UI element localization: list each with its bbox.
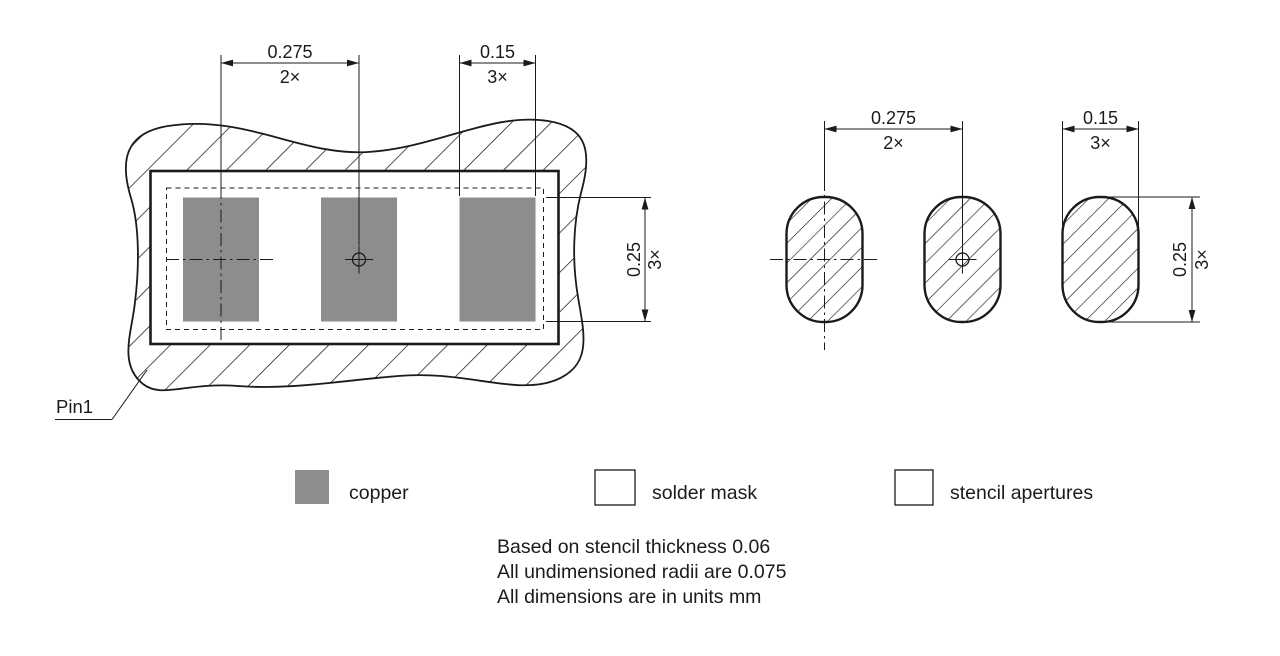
aperture2-center-target (948, 245, 977, 274)
pin1-label: Pin1 (56, 396, 93, 417)
dim-pad-width-value: 0.15 (480, 42, 515, 62)
notes: Based on stencil thickness 0.06 All undi… (497, 536, 787, 608)
solder-mask-outline (124, 118, 588, 392)
copper-label: copper (349, 482, 409, 504)
note-units: All dimensions are in units mm (497, 586, 761, 608)
copper-swatch (295, 470, 329, 504)
dim-pad-height-count: 3× (645, 249, 665, 270)
solder-mask-hatch-region (125, 119, 587, 391)
stencil-aperture-3 (1061, 195, 1140, 324)
pin1-callout: Pin1 (55, 369, 148, 420)
dim-aperture-pitch-count: 2× (883, 133, 904, 153)
dim-aperture-width: 0.15 3× (1062, 108, 1139, 235)
stencil-apertures-label: stencil apertures (950, 482, 1093, 504)
dim-aperture-width-value: 0.15 (1083, 108, 1118, 128)
pcb-land-pattern-view: 0.275 2× 0.15 3× 0.25 3× Pin1 (55, 42, 665, 420)
stencil-apertures-swatch (894, 469, 934, 506)
stencil-apertures-view: 0.275 2× 0.15 3× 0.25 3× (770, 108, 1212, 350)
pad2-center-target (345, 245, 373, 274)
dim-aperture-height-count: 3× (1192, 249, 1212, 270)
copper-pad-3 (459, 197, 536, 322)
dim-aperture-width-count: 3× (1090, 133, 1111, 153)
solder-mask-label: solder mask (652, 482, 757, 504)
dim-aperture-pitch: 0.275 2× (824, 108, 963, 246)
dim-pad-pitch-value: 0.275 (267, 42, 312, 62)
note-stencil-thickness: Based on stencil thickness 0.06 (497, 536, 770, 558)
note-radii: All undimensioned radii are 0.075 (497, 561, 787, 583)
dim-aperture-height-value: 0.25 (1170, 242, 1190, 277)
legend-item-stencil-apertures: stencil apertures (894, 469, 1093, 506)
dim-pad-pitch-count: 2× (280, 67, 301, 87)
dim-pad-width: 0.15 3× (459, 42, 536, 196)
component-body-outline (166, 187, 544, 330)
dim-aperture-height: 0.25 3× (1092, 196, 1212, 323)
dim-pad-pitch: 0.275 2× (220, 42, 360, 245)
pin1-leader-line (111, 369, 148, 420)
legend-item-copper: copper (295, 470, 409, 504)
dim-aperture-pitch-value: 0.275 (871, 108, 916, 128)
solder-mask-swatch (594, 469, 636, 506)
dim-pad-height: 0.25 3× (546, 197, 665, 322)
dim-pad-height-value: 0.25 (624, 242, 644, 277)
legend-item-solder-mask: solder mask (594, 469, 757, 506)
legend: copper solder mask stencil apertures (295, 469, 1093, 506)
dim-pad-width-count: 3× (487, 67, 508, 87)
